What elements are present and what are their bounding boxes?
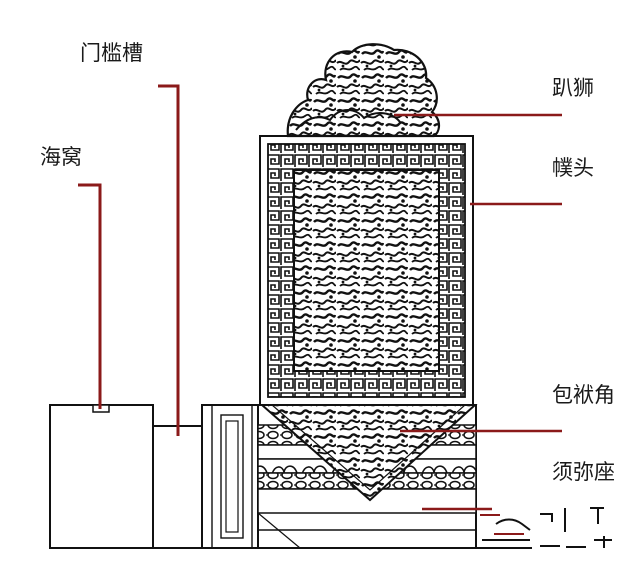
carved-panel — [293, 169, 440, 372]
label-pashi: 趴狮 — [552, 76, 594, 100]
label-haiwo: 海窝 — [40, 145, 82, 169]
haiwo-block — [49, 404, 154, 549]
leader-menkancao — [158, 84, 180, 436]
xumizuo-strokes — [422, 507, 612, 549]
label-futou: 幞头 — [552, 156, 594, 180]
label-menkancao: 门槛槽 — [80, 41, 143, 65]
leader-haiwo — [78, 183, 102, 409]
pashi-lion — [286, 43, 441, 138]
label-baofujiao: 包袱角 — [552, 383, 615, 407]
menkancao-block — [152, 425, 203, 549]
label-xumizuo: 须弥座 — [552, 460, 615, 484]
side-panel — [201, 404, 259, 549]
